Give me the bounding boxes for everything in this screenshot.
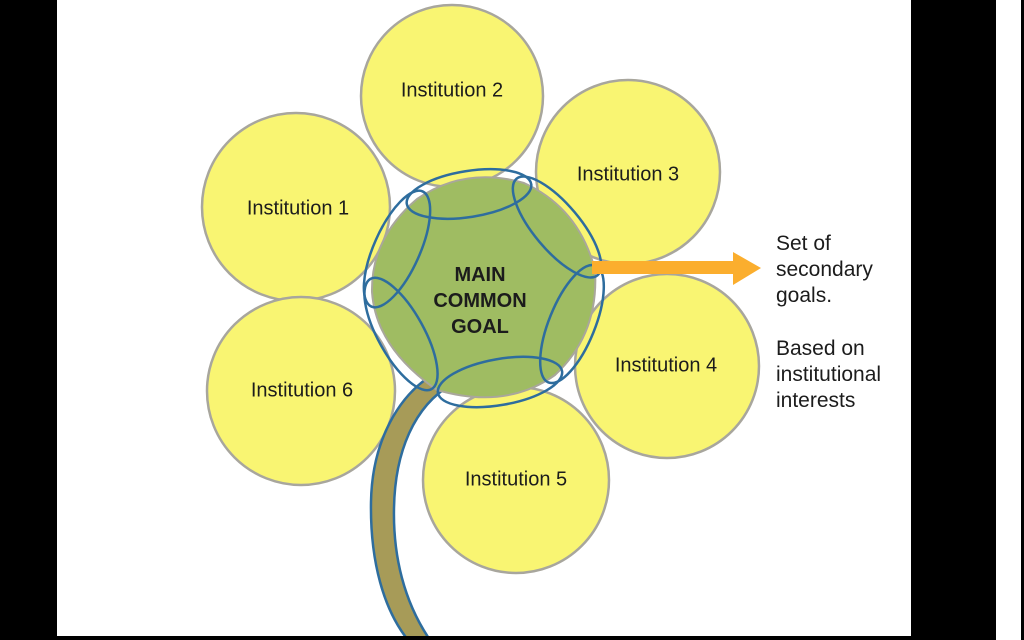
petal-label-institution-6: Institution 6 <box>250 379 354 402</box>
overlap-lens-5 <box>436 355 564 409</box>
overlap-lens-1 <box>362 189 432 309</box>
annotation-secondary-goals: Set of secondary goals. <box>776 232 873 307</box>
overlap-lens-3 <box>511 175 603 279</box>
overlap-lens-6 <box>363 276 439 392</box>
secondary-goals-arrow <box>592 252 761 285</box>
main-common-goal-label: MAIN COMMON GOAL <box>433 264 527 338</box>
flower-group <box>200 3 761 636</box>
petal-label-institution-2: Institution 2 <box>400 79 504 102</box>
flower-stem-shape <box>369 370 455 636</box>
petal-label-institution-5: Institution 5 <box>464 468 568 491</box>
petal-label-institution-4: Institution 4 <box>614 354 718 377</box>
petal-circle-institution-6 <box>205 295 397 487</box>
overlap-lens-2 <box>405 167 533 221</box>
annotation-institutional-interests: Based on institutional interests <box>776 337 882 412</box>
annotation-block: Set of secondary goals. Based on institu… <box>776 231 881 414</box>
petal-label-institution-3: Institution 3 <box>576 163 680 186</box>
petal-label-institution-1: Institution 1 <box>246 197 350 220</box>
right-edge-strip <box>996 0 1021 640</box>
